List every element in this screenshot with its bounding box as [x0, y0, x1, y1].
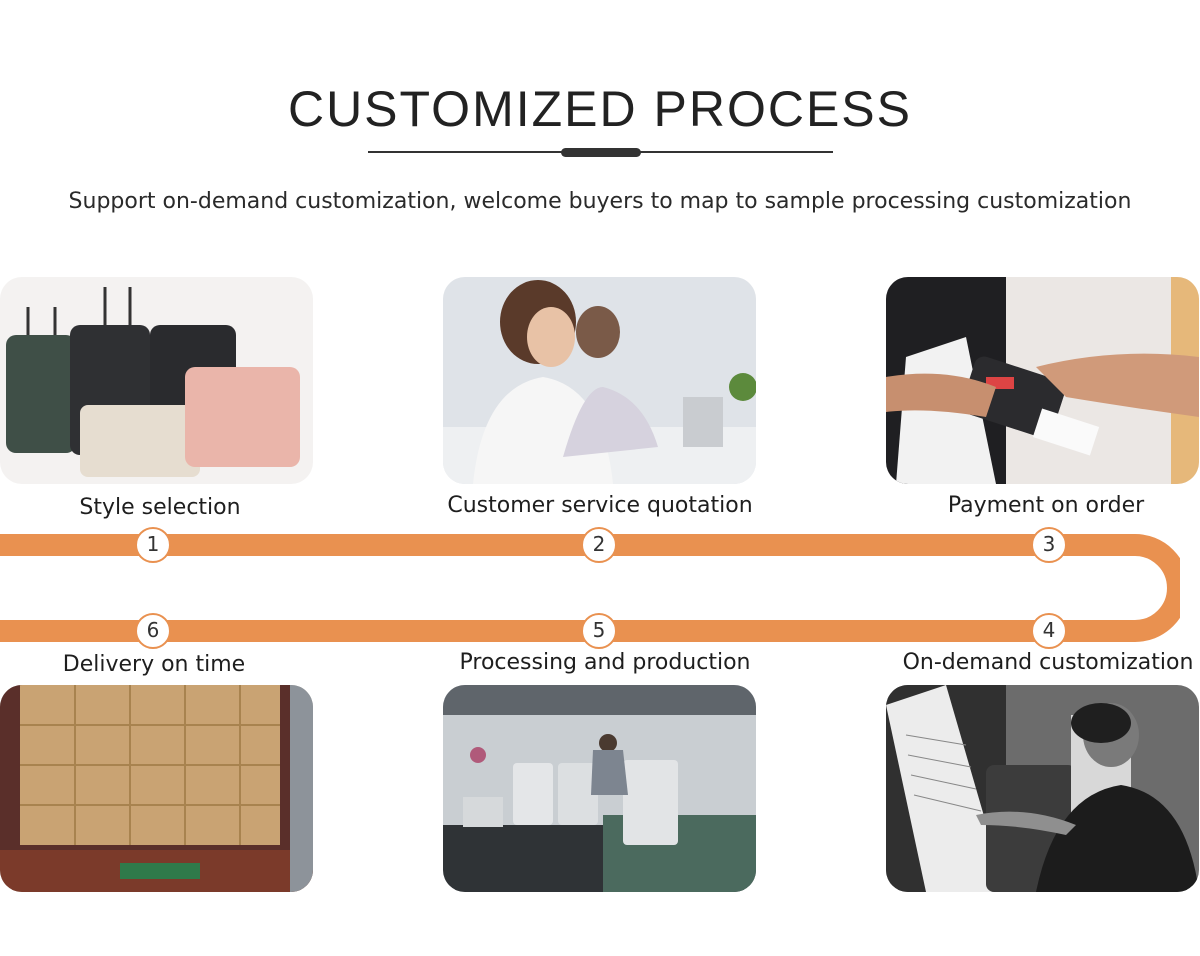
step-5-marker: 5 [581, 613, 617, 649]
step-5-label: Processing and production [459, 650, 751, 675]
track-turn [1134, 534, 1180, 642]
step-2-label: Customer service quotation [447, 493, 753, 518]
designer-sketching-photo [886, 685, 1199, 892]
step-4-marker: 4 [1031, 613, 1067, 649]
step-3-label: Payment on order [947, 493, 1145, 518]
page-title: CUSTOMIZED PROCESS [287, 81, 913, 137]
page-subtitle: Support on-demand customization, welcome… [68, 189, 1132, 214]
loaded-cartons-photo [0, 685, 313, 892]
call-center-photo [443, 277, 756, 484]
step-1-marker: 1 [135, 527, 171, 563]
track-bottom [0, 620, 1134, 642]
track-top [0, 534, 1134, 556]
step-4-label: On-demand customization [902, 650, 1194, 675]
step-2-marker: 2 [581, 527, 617, 563]
step-6-label: Delivery on time [62, 652, 246, 677]
title-divider-accent [561, 148, 641, 157]
step-3-marker: 3 [1031, 527, 1067, 563]
step-6-marker: 6 [135, 613, 171, 649]
card-payment-photo [886, 277, 1199, 484]
suitcases-photo [0, 277, 313, 484]
factory-line-photo [443, 685, 756, 892]
step-1-label: Style selection [79, 495, 241, 520]
